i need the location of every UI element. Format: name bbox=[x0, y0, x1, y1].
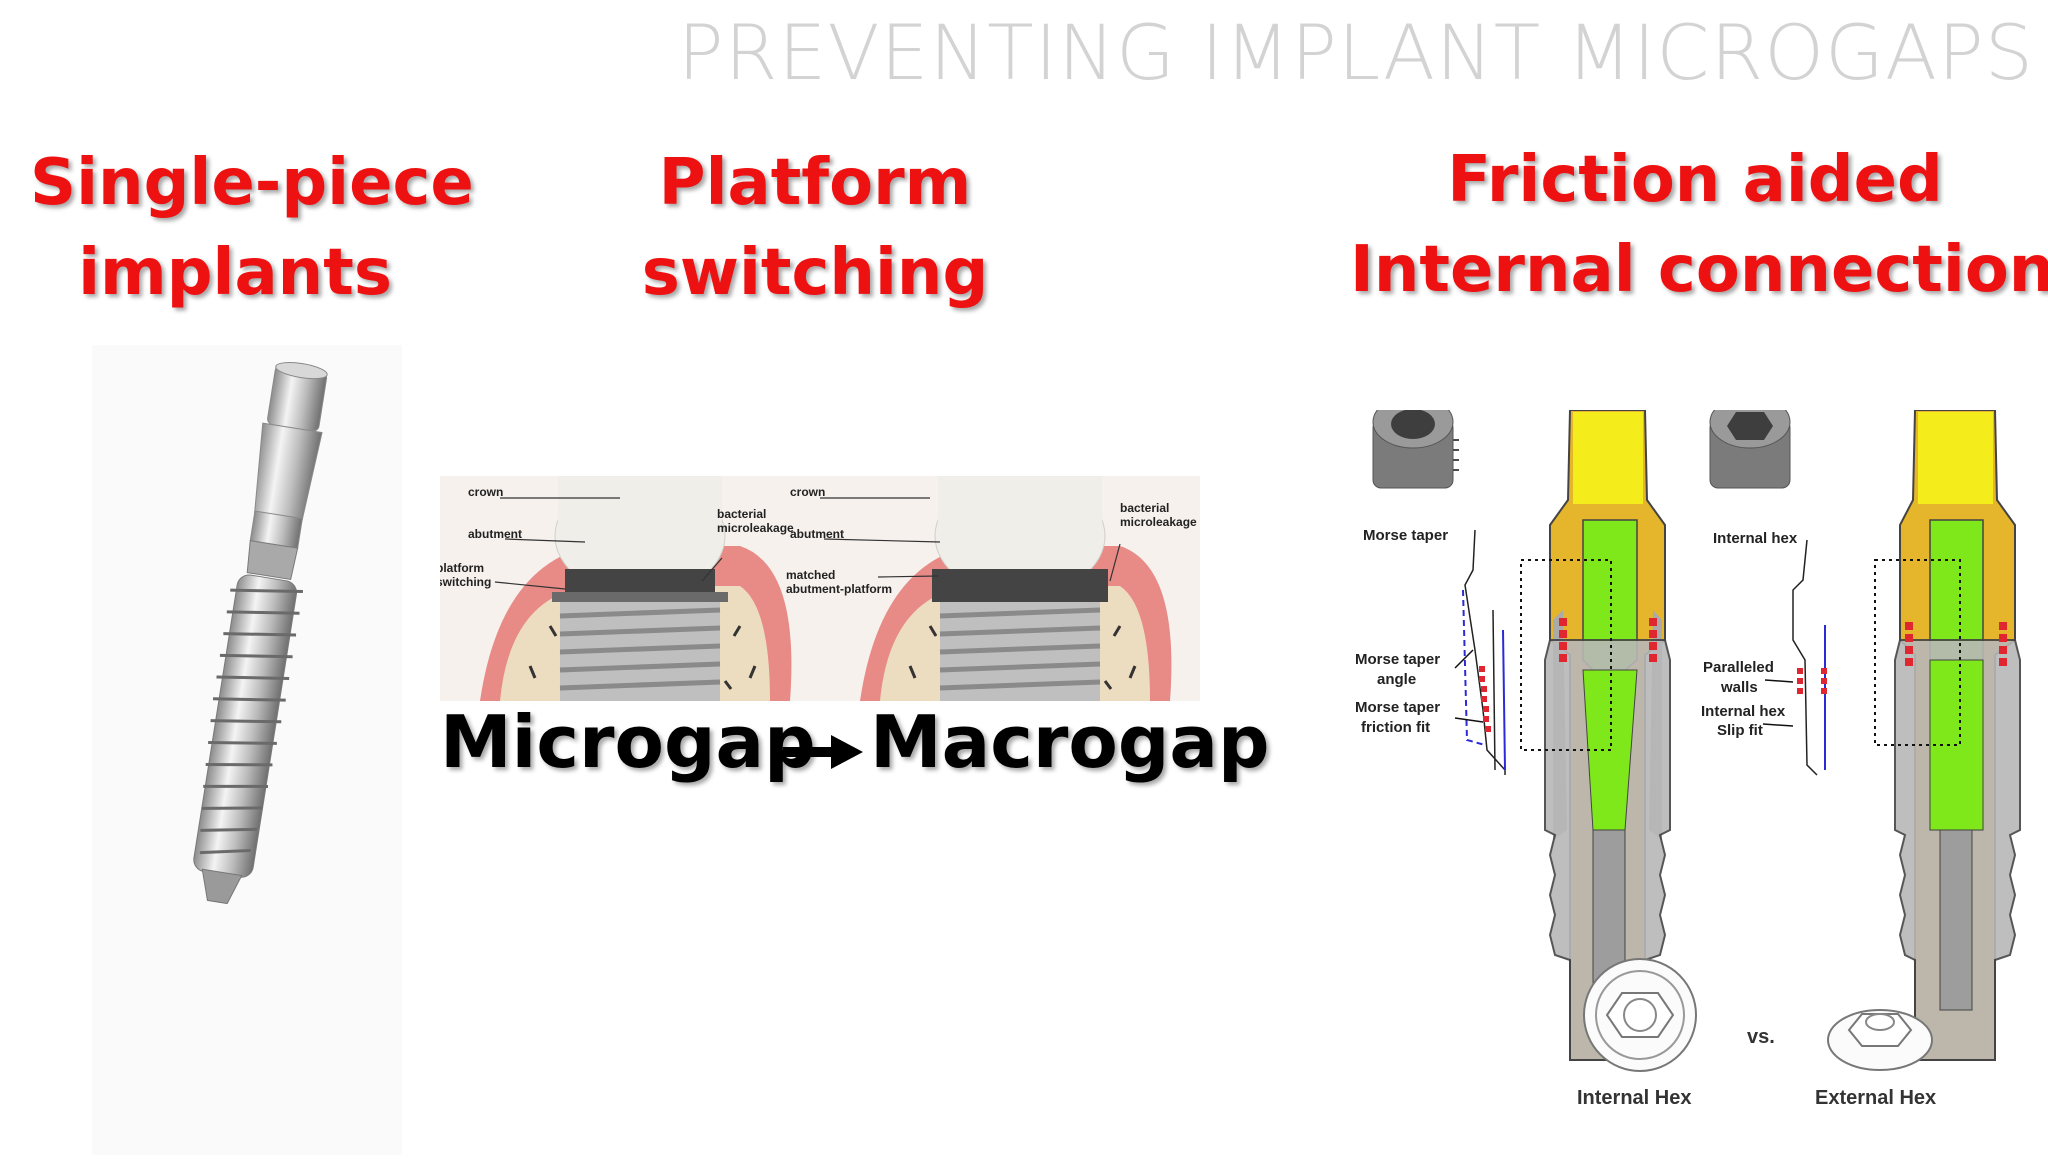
macrogap-label: Macrogap bbox=[870, 700, 1270, 784]
external-hex-top-view bbox=[1827, 1009, 1933, 1071]
label-bacterial-leakage: bacterial bbox=[717, 507, 766, 521]
heading-friction-internal-connections: Friction aided Internal connections bbox=[1350, 135, 2048, 315]
label-crown: crown bbox=[468, 485, 503, 499]
heading-line: Friction aided bbox=[1447, 143, 1943, 217]
label-matched-platform: abutment-platform bbox=[786, 582, 892, 596]
platform-switching-diagram: crown abutment platform switching bacter… bbox=[436, 475, 1197, 701]
internal-hex-cross-section bbox=[1874, 409, 2021, 1061]
internal-hex-profile bbox=[1792, 539, 1818, 776]
microgap-label: Microgap bbox=[440, 700, 816, 784]
label-paralleled-walls: Paralleled bbox=[1703, 659, 1774, 676]
label-internal-hex: Internal hex bbox=[1713, 530, 1798, 547]
internal-hex-top-view bbox=[1583, 958, 1697, 1072]
label-bacterial-leakage: microleakage bbox=[717, 521, 794, 535]
label-morse-friction: Morse taper bbox=[1355, 699, 1440, 716]
label-slip-fit: Slip fit bbox=[1717, 722, 1763, 739]
label-crown: crown bbox=[790, 485, 825, 499]
internal-hex-model bbox=[1709, 395, 1791, 489]
heading-line: Internal connections bbox=[1350, 233, 2048, 307]
label-platform-switching: switching bbox=[440, 575, 491, 589]
internal-connections-figure: Morse taper Morse taper angle Morse tape… bbox=[1355, 395, 2048, 1152]
slide-title: PREVENTING IMPLANT MICROGAPS bbox=[677, 8, 2034, 97]
connection-diagram: Morse taper Morse taper angle Morse tape… bbox=[1355, 395, 2021, 1109]
label-internal-hex-view: Internal Hex bbox=[1577, 1087, 1691, 1109]
label-external-hex-view: External Hex bbox=[1815, 1087, 1936, 1109]
label-vs: vs. bbox=[1747, 1026, 1775, 1048]
label-paralleled-walls: walls bbox=[1720, 679, 1758, 696]
label-abutment: abutment bbox=[790, 527, 844, 541]
label-morse-taper: Morse taper bbox=[1363, 527, 1448, 544]
label-bacterial-leakage: microleakage bbox=[1120, 515, 1197, 529]
morse-taper-cross-section bbox=[1520, 409, 1671, 1061]
label-bacterial-leakage: bacterial bbox=[1120, 501, 1169, 515]
label-morse-angle: angle bbox=[1377, 671, 1416, 688]
label-platform-switching: platform bbox=[440, 561, 484, 575]
label-morse-friction: friction fit bbox=[1361, 719, 1430, 736]
morse-taper-model bbox=[1372, 395, 1459, 489]
heading-single-piece-implants: Single-piece implants bbox=[30, 138, 474, 318]
heading-line: Single-piece bbox=[30, 146, 474, 220]
heading-line: Platform bbox=[658, 146, 972, 220]
arrow-right-icon bbox=[783, 735, 863, 769]
diagram-platform-switched: crown abutment platform switching bacter… bbox=[436, 475, 794, 701]
single-piece-implant-figure bbox=[92, 345, 402, 1155]
heading-platform-switching: Platform switching bbox=[620, 138, 1010, 318]
label-matched-platform: matched bbox=[786, 568, 835, 582]
label-abutment: abutment bbox=[468, 527, 522, 541]
implant-illustration bbox=[193, 362, 328, 905]
diagram-matched-platform: crown abutment matched abutment-platform… bbox=[786, 475, 1197, 701]
heading-line: switching bbox=[641, 236, 989, 310]
heading-line: implants bbox=[78, 236, 392, 310]
label-morse-angle: Morse taper bbox=[1355, 651, 1440, 668]
platform-switching-figure: crown abutment platform switching bacter… bbox=[436, 475, 1200, 701]
label-slip-fit: Internal hex bbox=[1701, 703, 1786, 720]
